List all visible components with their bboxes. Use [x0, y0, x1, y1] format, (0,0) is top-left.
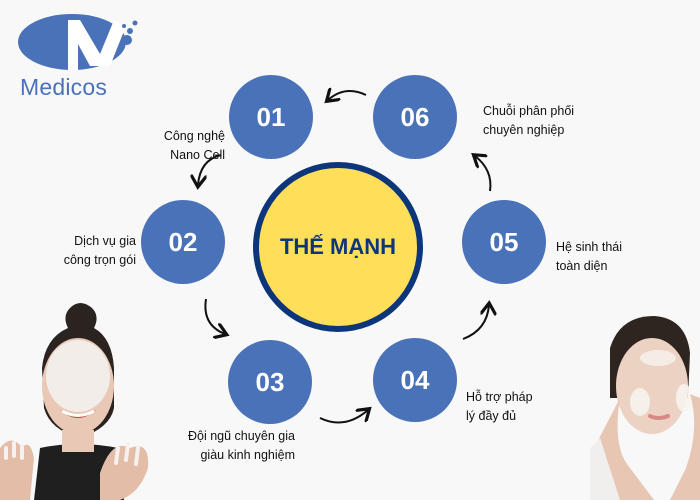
step-node-03: 03 [228, 340, 312, 424]
logo-wordmark: Medicos [20, 74, 108, 100]
step-label-03: Đội ngũ chuyên gia giàu kinh nghiệm [187, 429, 295, 462]
medicos-logo: Medicos [18, 14, 148, 104]
step-number: 01 [256, 101, 286, 132]
arrow-03-to-04 [319, 410, 368, 424]
step-number: 03 [255, 366, 285, 397]
step-number: 05 [489, 226, 519, 257]
step-label-02: Dịch vụ gia công trọn gói [63, 234, 136, 267]
step-label-05: Hệ sinh thái toàn diện [556, 240, 623, 273]
step-node-01: 01 [229, 75, 313, 159]
right-photo-woman-washing-face [590, 316, 700, 500]
step-node-02: 02 [141, 200, 225, 284]
step-label-01: Công nghệ Nano Cell [163, 129, 225, 162]
step-number: 02 [168, 226, 198, 257]
step-number: 06 [400, 101, 430, 132]
left-photo-woman-foam [0, 303, 149, 500]
arrow-01-to-02 [198, 154, 222, 185]
step-node-04: 04 [373, 338, 457, 422]
logo-emblem-icon [18, 14, 138, 70]
center-circle: THẾ MẠNH [253, 162, 423, 332]
step-number: 04 [400, 364, 430, 395]
step-node-05: 05 [462, 200, 546, 284]
step-label-04: Hỗ trợ pháp lý đầy đủ [466, 390, 533, 423]
step-label-06: Chuỗi phân phối chuyên nghiệp [483, 104, 575, 137]
step-node-06: 06 [373, 75, 457, 159]
arrow-04-to-05 [462, 305, 489, 340]
arrow-02-to-03 [204, 298, 225, 334]
arrow-05-to-06 [475, 156, 492, 192]
center-title: THẾ MẠNH [279, 234, 397, 259]
arrow-06-to-01 [328, 91, 367, 100]
